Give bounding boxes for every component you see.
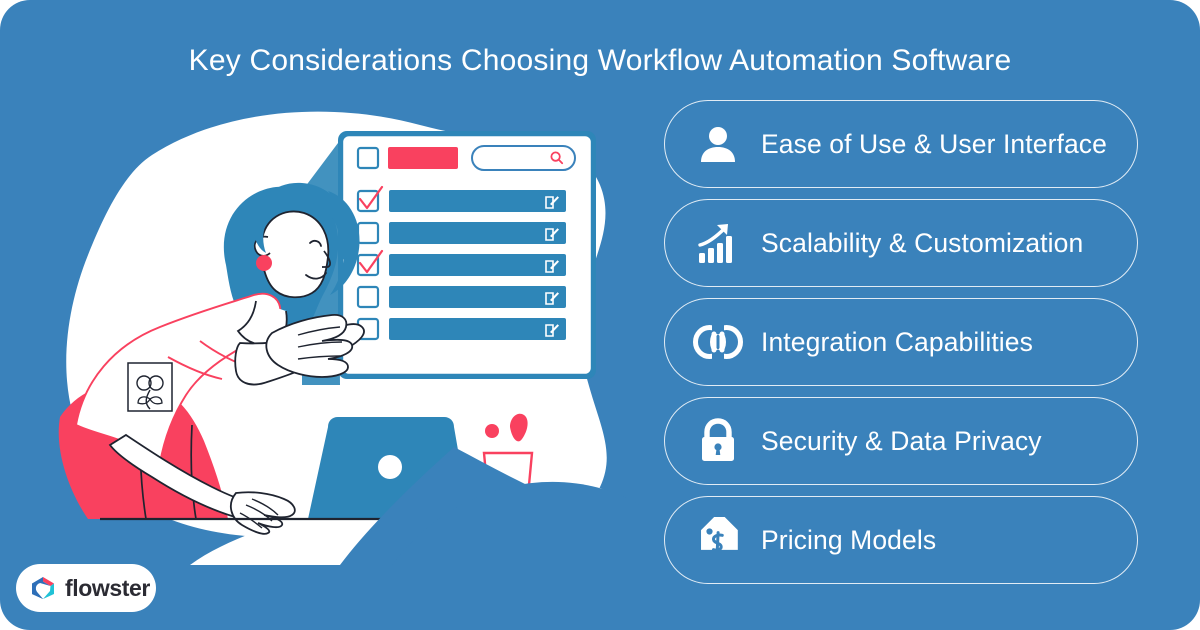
checklist-row — [356, 221, 566, 245]
edit-square-icon — [545, 260, 559, 273]
consideration-item-pricing[interactable]: Pricing Models — [664, 496, 1138, 584]
edit-square-icon — [545, 196, 559, 209]
hero-illustration — [40, 95, 640, 565]
checklist-row — [356, 317, 566, 341]
consideration-label: Ease of Use & User Interface — [761, 128, 1107, 159]
check-mark-icon — [358, 249, 384, 274]
consideration-label: Scalability & Customization — [761, 227, 1084, 258]
rose-tattoo — [136, 375, 164, 410]
consideration-item-scalability[interactable]: Scalability & Customization — [664, 199, 1138, 287]
plant-leaf — [510, 413, 528, 442]
consideration-label: Pricing Models — [761, 524, 937, 555]
face — [260, 210, 330, 299]
header-checkbox — [356, 146, 380, 170]
typing-hand — [229, 491, 296, 535]
header-title-bar — [388, 147, 458, 169]
consideration-label: Security & Data Privacy — [761, 425, 1042, 456]
flowster-swirl-mark — [30, 575, 56, 601]
magnifier-icon — [550, 151, 564, 165]
edit-square-icon — [545, 292, 559, 305]
plant-bud — [485, 424, 499, 438]
earring — [256, 255, 272, 271]
laptop-logo — [378, 455, 402, 479]
consideration-item-security[interactable]: Security & Data Privacy — [664, 397, 1138, 485]
consideration-item-integration[interactable]: Integration Capabilities — [664, 298, 1138, 386]
person-figure — [58, 182, 365, 535]
check-mark-icon — [358, 185, 384, 210]
checklist-row — [356, 185, 566, 213]
logo-wordmark: flowster — [65, 574, 150, 601]
checklist-header-row — [356, 145, 576, 171]
chain-link-icon — [687, 314, 749, 370]
checklist-row — [356, 249, 566, 277]
padlock-icon — [687, 413, 749, 469]
growth-chart-icon — [687, 215, 749, 271]
consideration-label: Integration Capabilities — [761, 326, 1033, 357]
search-field — [471, 145, 576, 171]
flowster-logo[interactable]: flowster — [16, 564, 156, 612]
person-icon — [687, 116, 749, 172]
edit-square-icon — [545, 228, 559, 241]
considerations-list: Ease of Use & User Interface Scalability… — [664, 100, 1138, 584]
price-tag-icon — [687, 512, 749, 568]
pointing-hand — [265, 314, 354, 378]
edit-square-icon — [545, 324, 559, 337]
page-title: Key Considerations Choosing Workflow Aut… — [188, 44, 1012, 77]
consideration-item-ease-of-use[interactable]: Ease of Use & User Interface — [664, 100, 1138, 188]
checklist-row — [356, 285, 566, 309]
checklist-card — [302, 131, 596, 385]
